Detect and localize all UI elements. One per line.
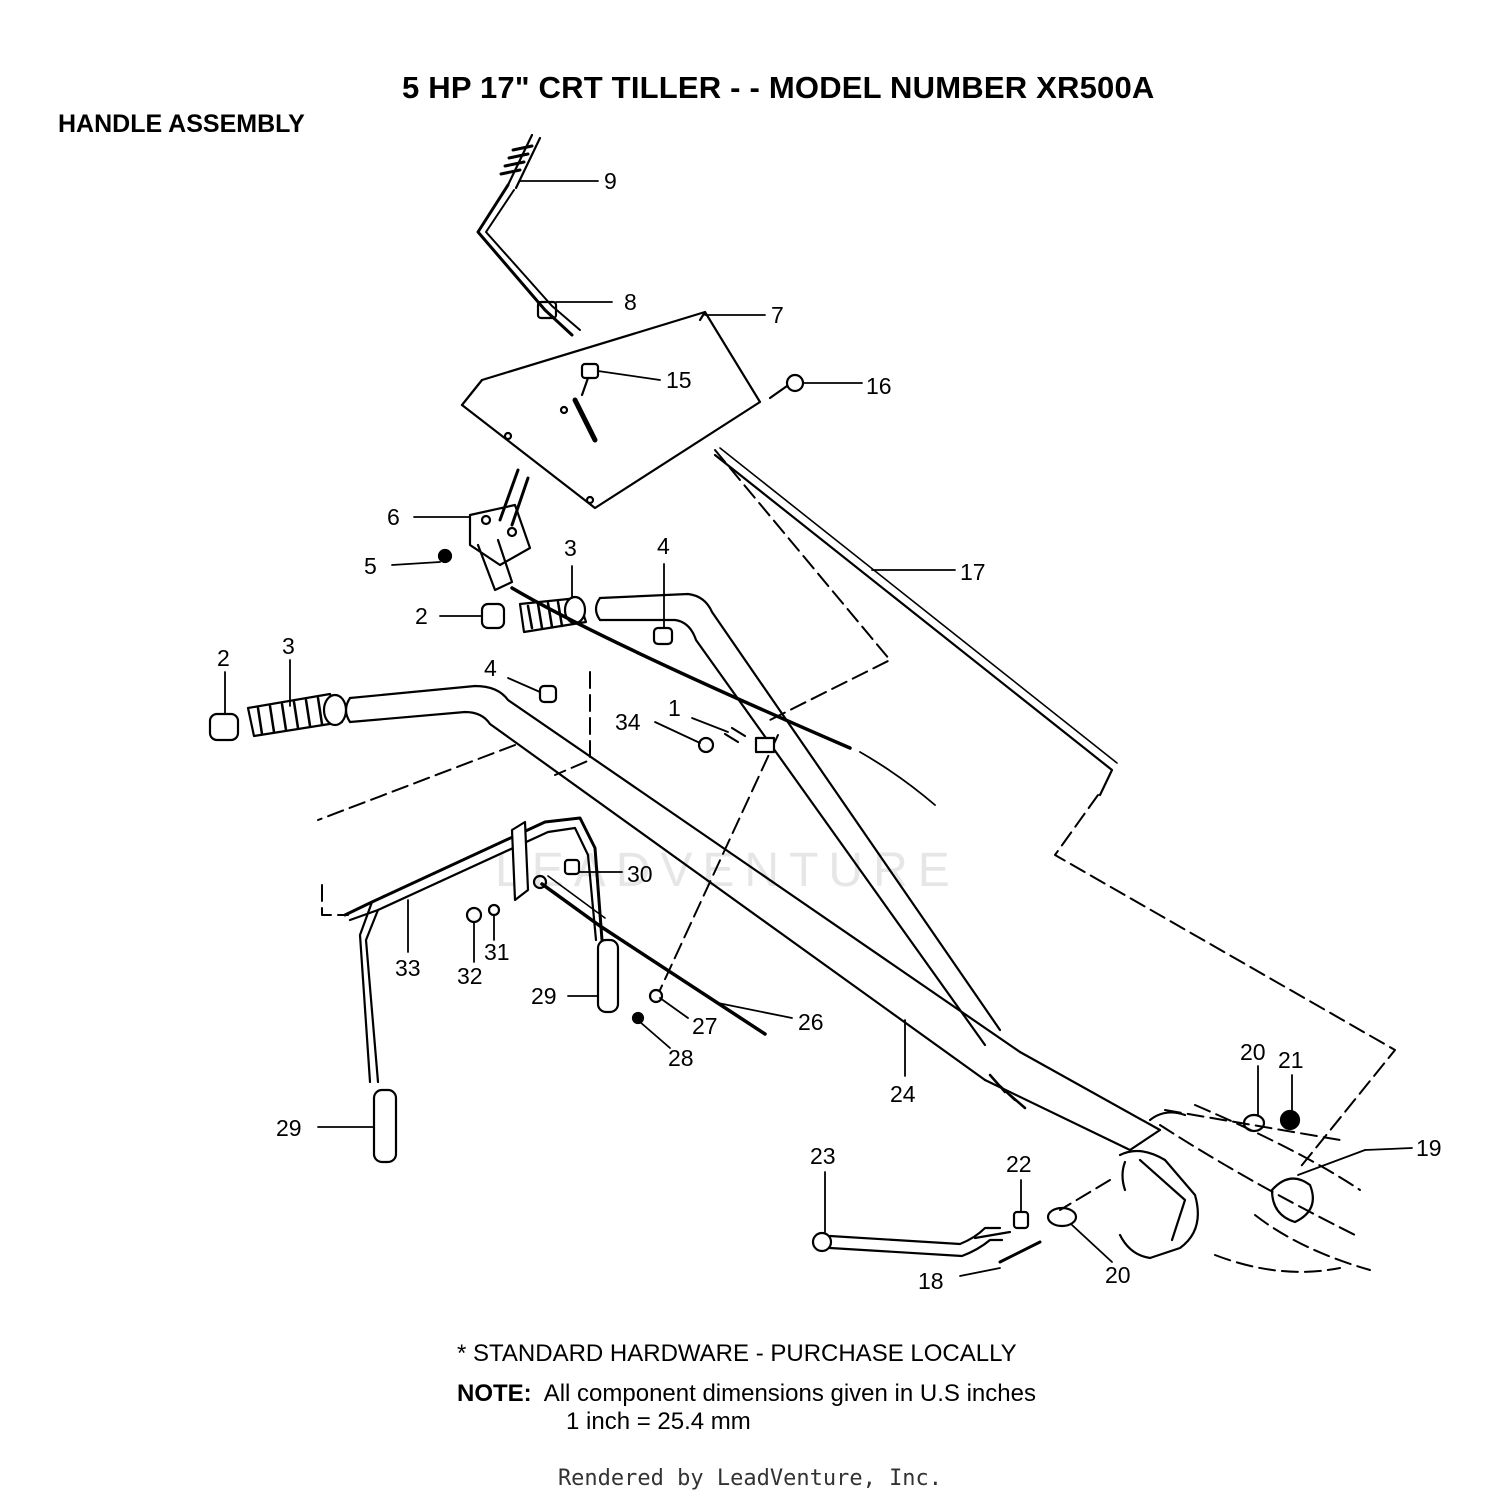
leader-lines xyxy=(224,180,1413,1277)
callout-15: 15 xyxy=(666,367,692,393)
dimension-note: NOTE: All component dimensions given in … xyxy=(457,1380,1036,1408)
callout-4-lower: 4 xyxy=(484,655,497,681)
control-lever xyxy=(476,133,581,337)
clutch-bail xyxy=(343,816,604,1084)
callout-22: 22 xyxy=(1006,1151,1032,1177)
callout-19: 19 xyxy=(1416,1135,1442,1161)
callout-24: 24 xyxy=(890,1081,916,1107)
hardware-note: * STANDARD HARDWARE - PURCHASE LOCALLY xyxy=(457,1340,1017,1367)
callout-5: 5 xyxy=(364,553,377,579)
callout-2-upper: 2 xyxy=(415,603,428,629)
bail-washer xyxy=(487,903,501,917)
pivot-bolt-lower xyxy=(998,1240,1042,1264)
callout-2-lower: 2 xyxy=(217,645,230,671)
callout-9: 9 xyxy=(604,168,617,194)
clamp-screw xyxy=(631,1011,645,1025)
shift-bracket xyxy=(468,468,532,592)
bracket-washer xyxy=(1242,1113,1266,1133)
callout-20-lower: 20 xyxy=(1105,1262,1131,1288)
lower-handle-bar xyxy=(344,684,1162,1152)
callout-21: 21 xyxy=(1278,1047,1304,1073)
cable-clip xyxy=(723,726,747,744)
section-title: HANDLE ASSEMBLY xyxy=(58,110,305,138)
upper-grip-cap xyxy=(480,602,506,630)
lever-bolt xyxy=(973,1230,1012,1240)
callout-4-upper: 4 xyxy=(657,533,670,559)
upper-nut xyxy=(652,626,674,646)
callout-33: 33 xyxy=(395,955,421,981)
bail-grip-left xyxy=(372,1088,398,1164)
control-panel xyxy=(460,310,762,510)
diagram-title: 5 HP 17" CRT TILLER - - MODEL NUMBER XR5… xyxy=(402,70,1155,105)
callout-1: 1 xyxy=(668,695,681,721)
height-lever xyxy=(811,1226,1004,1258)
callout-29-right: 29 xyxy=(531,983,557,1009)
upper-grip xyxy=(518,595,588,634)
callout-8: 8 xyxy=(624,289,637,315)
callout-labels: 9 8 7 15 16 6 5 3 4 17 2 2 3 4 1 34 30 3… xyxy=(217,168,1442,1294)
handle-bracket xyxy=(1118,1111,1199,1260)
callout-27: 27 xyxy=(692,1013,718,1039)
pivot-bolt xyxy=(563,858,581,876)
callout-17: 17 xyxy=(960,559,986,585)
bail-nut xyxy=(465,906,483,924)
lower-grip-cap xyxy=(208,712,240,742)
lever-washer xyxy=(1012,1210,1030,1230)
conversion-note: 1 inch = 25.4 mm xyxy=(566,1408,751,1435)
callout-30: 30 xyxy=(627,861,653,887)
clevis xyxy=(1270,1177,1314,1224)
callout-3-upper: 3 xyxy=(564,535,577,561)
note-label: NOTE: xyxy=(457,1380,532,1407)
callout-29-left: 29 xyxy=(276,1115,302,1141)
callout-26: 26 xyxy=(798,1009,824,1035)
callout-18: 18 xyxy=(918,1268,944,1294)
bracket-nut xyxy=(1279,1109,1301,1131)
clutch-cable xyxy=(540,882,767,1036)
callout-6: 6 xyxy=(387,504,400,530)
nut xyxy=(437,548,453,564)
lower-grip xyxy=(246,692,348,738)
callout-23: 23 xyxy=(810,1143,836,1169)
lower-nut xyxy=(538,684,558,704)
callout-3-lower: 3 xyxy=(282,633,295,659)
control-rod xyxy=(713,453,1114,797)
footer-credit: Rendered by LeadVenture, Inc. xyxy=(557,1466,943,1491)
callout-31: 31 xyxy=(484,939,510,965)
callout-20-upper: 20 xyxy=(1240,1039,1266,1065)
assembly-outline xyxy=(317,449,1396,1273)
note-text: All component dimensions given in U.S in… xyxy=(543,1380,1036,1407)
callout-34: 34 xyxy=(615,709,641,735)
callout-7: 7 xyxy=(771,302,784,328)
cable-clamp xyxy=(648,988,664,1004)
lever-bushing xyxy=(1046,1206,1078,1228)
side-bolt xyxy=(768,373,805,400)
callout-16: 16 xyxy=(866,373,892,399)
bail-grip-right xyxy=(596,938,620,1014)
jam-nut xyxy=(536,300,558,320)
clip-nut xyxy=(697,736,715,754)
callout-28: 28 xyxy=(668,1045,694,1071)
upper-handle-bar xyxy=(594,592,1002,1047)
throttle-cable xyxy=(510,586,852,750)
callout-32: 32 xyxy=(457,963,483,989)
